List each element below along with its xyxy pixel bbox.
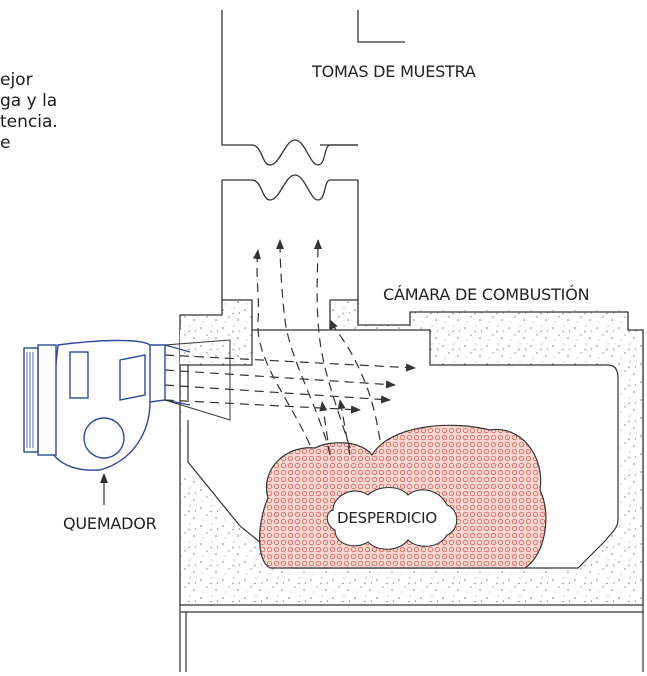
chimney-stack: [221, 10, 405, 300]
paragraph-line: ga y la: [0, 91, 58, 111]
paragraph-fragment: ejor ga y la tencia. e: [0, 70, 58, 154]
burner: [23, 339, 191, 471]
paragraph-line: e: [0, 133, 11, 153]
burner-nozzle: [164, 339, 231, 421]
combustion-chamber-label: CÁMARA DE COMBUSTIÓN: [383, 285, 590, 304]
paragraph-line: tencia.: [0, 112, 58, 132]
burner-label: QUEMADOR: [63, 514, 157, 533]
waste-pile: [259, 424, 547, 569]
flow-arrows: [164, 239, 416, 456]
paragraph-line: ejor: [0, 70, 33, 90]
sampling-ports-label: TOMAS DE MUESTRA: [312, 62, 476, 81]
waste-label: DESPERDICIO: [337, 509, 437, 527]
